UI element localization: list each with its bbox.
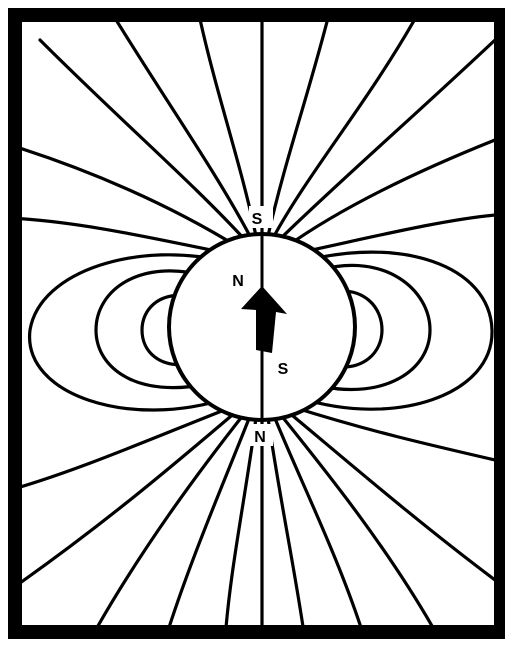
bottom-pole-label: N [254,429,266,446]
top-pole-label: S [252,211,263,228]
arrow-head-label: S [278,361,289,378]
arrow-tail-label: N [232,273,244,290]
